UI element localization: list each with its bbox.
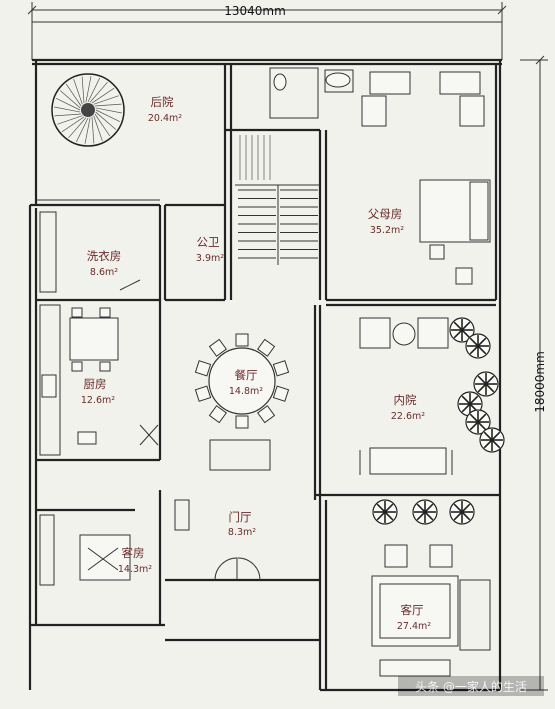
watermark: 头条 @一家人的生活 <box>398 676 544 696</box>
dining-table <box>208 347 276 415</box>
dining-name: 餐厅 <box>235 368 258 382</box>
kitchen-name: 厨房 <box>84 377 107 391</box>
bath-area: 3.9m² <box>196 253 224 264</box>
backyard-tree <box>51 73 125 147</box>
bath-name: 公卫 <box>197 235 220 249</box>
courtyard-features <box>359 317 453 475</box>
shrub <box>479 427 505 453</box>
shrub <box>412 499 438 525</box>
living-room-name: 客厅 <box>401 603 424 617</box>
shrub <box>465 333 491 359</box>
parents-room-name: 父母房 <box>368 207 403 221</box>
watermark-text: 头条 @一家人的生活 <box>415 679 527 694</box>
dining-chair <box>235 415 249 429</box>
staircase <box>235 135 320 265</box>
dining-chairs <box>194 333 290 429</box>
living-room-furniture <box>371 544 491 677</box>
foyer-area: 8.3m² <box>228 527 256 538</box>
shrub <box>449 499 475 525</box>
interior-walls <box>36 64 500 690</box>
guest-room-furniture <box>39 514 131 586</box>
room-labels: 后院 20.4m² 父母房 35.2m² 洗衣房 8.6m² 公卫 3.9m² … <box>81 95 431 632</box>
courtyard-area: 22.6m² <box>391 411 425 422</box>
foyer-fixtures <box>174 499 261 581</box>
backyard-name: 后院 <box>151 95 174 109</box>
shrub <box>449 317 475 343</box>
living-room-area: 27.4m² <box>397 621 431 632</box>
dining-chair <box>208 405 227 424</box>
top-bath-fixtures <box>269 67 354 119</box>
laundry-area: 8.6m² <box>90 267 118 278</box>
dining-chair <box>272 385 290 402</box>
shrub <box>372 499 398 525</box>
exterior-walls <box>28 58 502 692</box>
dining-chair <box>194 385 212 402</box>
height-dimension-label: 18000mm <box>533 351 547 413</box>
laundry-name: 洗衣房 <box>87 249 122 263</box>
parents-room-area: 35.2m² <box>370 225 404 236</box>
parents-room-furniture <box>361 71 491 285</box>
guest-room-area: 14.3m² <box>118 564 152 575</box>
kitchen-fixtures <box>39 304 159 456</box>
dining-chair <box>257 338 276 357</box>
width-dimension-label: 13040mm <box>224 4 286 18</box>
dining-area: 14.8m² <box>229 386 263 397</box>
dining-sideboard <box>209 439 271 471</box>
dining-chair <box>208 338 227 357</box>
foyer-name: 门厅 <box>229 510 252 524</box>
dimension-right: 18000mm <box>520 55 548 691</box>
courtyard-name: 内院 <box>394 393 417 407</box>
shrub <box>465 409 491 435</box>
dining-chair <box>272 360 290 377</box>
courtyard-shrubs <box>372 317 505 525</box>
guest-room-name: 客房 <box>122 546 145 560</box>
kitchen-area: 12.6m² <box>81 395 115 406</box>
shrub <box>473 371 499 397</box>
dining-chair <box>257 405 276 424</box>
dining-chair <box>194 360 212 377</box>
laundry-fixtures <box>39 211 141 293</box>
dimension-top: 13040mm <box>27 2 507 60</box>
backyard-area: 20.4m² <box>148 113 182 124</box>
dining-chair <box>235 333 249 347</box>
